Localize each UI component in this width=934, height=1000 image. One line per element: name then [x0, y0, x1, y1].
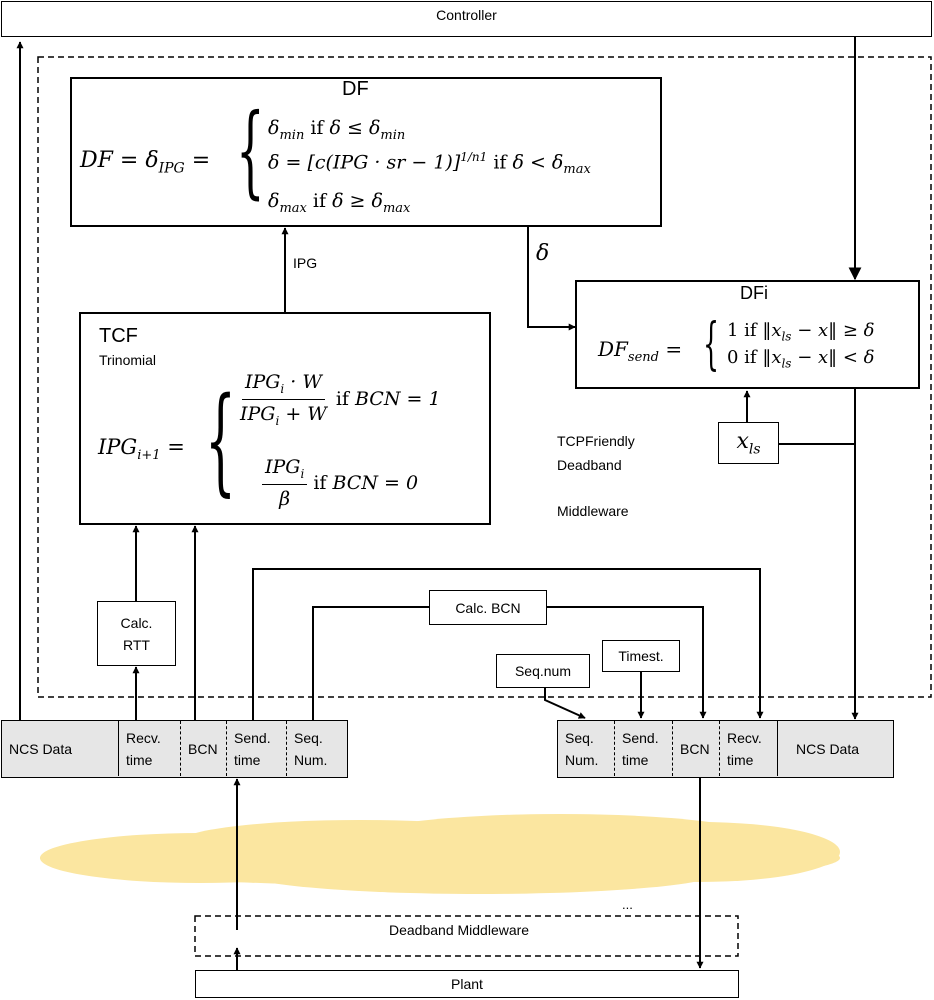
deadband-middleware-label: Deadband Middleware — [389, 922, 530, 938]
left-packet-seq-num: Seq. Num. — [294, 729, 328, 768]
ellipsis-label: ... — [622, 897, 633, 912]
middleware-label: Middleware — [557, 503, 629, 519]
left-packet: NCS Data Recv. time BCN Send. time Seq. … — [1, 720, 348, 778]
deadband-label: Deadband — [557, 457, 622, 473]
df-case-3: δmax if δ ≥ δmax — [268, 190, 411, 216]
seqnum-box: Seq.num — [496, 654, 590, 688]
calc-rtt-line2: RTT — [123, 636, 150, 653]
right-packet-seq-num: Seq. Num. — [558, 721, 615, 776]
dfi-title: DFi — [740, 283, 768, 303]
left-packet-recv-time: Recv. time — [119, 721, 181, 776]
tcf-subtitle: Trinomial — [99, 352, 157, 368]
left-packet-ncs-data: NCS Data — [2, 721, 119, 776]
arrow-sendtime-to-recv — [252, 568, 764, 720]
calc-rtt-line1: Calc. — [120, 614, 153, 631]
plant-box: Plant — [195, 970, 739, 998]
deadband-middleware-box — [194, 915, 739, 957]
plant-label: Plant — [451, 976, 483, 992]
controller-box: Controller — [1, 1, 932, 37]
calc-bcn-label: Calc. BCN — [455, 599, 521, 616]
right-packet-send-time: Send. time — [615, 721, 673, 776]
timest-box: Timest. — [602, 640, 680, 672]
dfi-case-2: 0 if ‖xls − x‖ < δ — [727, 347, 875, 371]
left-packet-bcn: BCN — [181, 721, 227, 776]
df-brace: { — [236, 92, 265, 209]
tcf-title: TCF — [99, 325, 138, 347]
arrow-delta — [527, 227, 576, 331]
middleware-boundary — [37, 56, 932, 698]
dfi-box: DFi DFsend = { 1 if ‖xls − x‖ ≥ δ 0 if ‖… — [575, 280, 920, 389]
tcf-brace: { — [205, 373, 237, 508]
calc-rtt-box: Calc. RTT — [97, 601, 176, 666]
tcpfriendly-label: TCPFriendly — [557, 433, 635, 449]
network-cloud — [40, 814, 840, 894]
df-case-2: δ = [c(IPG · sr − 1)]1/n1 if δ < δmax — [268, 150, 591, 178]
calc-bcn-box: Calc. BCN — [429, 590, 547, 625]
df-box: DF DF = δIPG = { δmin if δ ≤ δmin δ = [c… — [70, 77, 662, 227]
left-packet-send-time: Send. time — [227, 721, 287, 776]
delta-arrow-label: δ — [536, 241, 550, 266]
arrow-calcbcn-to-bcn — [547, 606, 707, 719]
right-packet: Seq. Num. Send. time BCN Recv. time NCS … — [557, 720, 894, 778]
dfi-equation-lhs: DFsend = — [598, 337, 683, 365]
xls-label: xls — [736, 428, 761, 458]
df-case-1: δmin if δ ≤ δmin — [268, 117, 406, 143]
xls-box: xls — [718, 422, 779, 464]
right-packet-ncs-data: NCS Data — [796, 740, 860, 757]
df-title: DF — [342, 78, 369, 100]
right-packet-recv-time: Recv. time — [720, 721, 778, 776]
dfi-case-1: 1 if ‖xls − x‖ ≥ δ — [727, 320, 875, 344]
arrow-seqnum-to-seqnum — [544, 688, 586, 719]
dfi-brace: { — [703, 312, 720, 377]
tcf-equation-lhs: IPGi+1 = — [98, 435, 185, 464]
ipg-arrow-label: IPG — [293, 255, 318, 271]
right-packet-bcn: BCN — [673, 721, 720, 776]
timest-label: Timest. — [618, 648, 664, 664]
df-equation-lhs: DF = δIPG = — [80, 148, 211, 177]
seqnum-label: Seq.num — [514, 663, 572, 679]
controller-label: Controller — [436, 7, 497, 23]
